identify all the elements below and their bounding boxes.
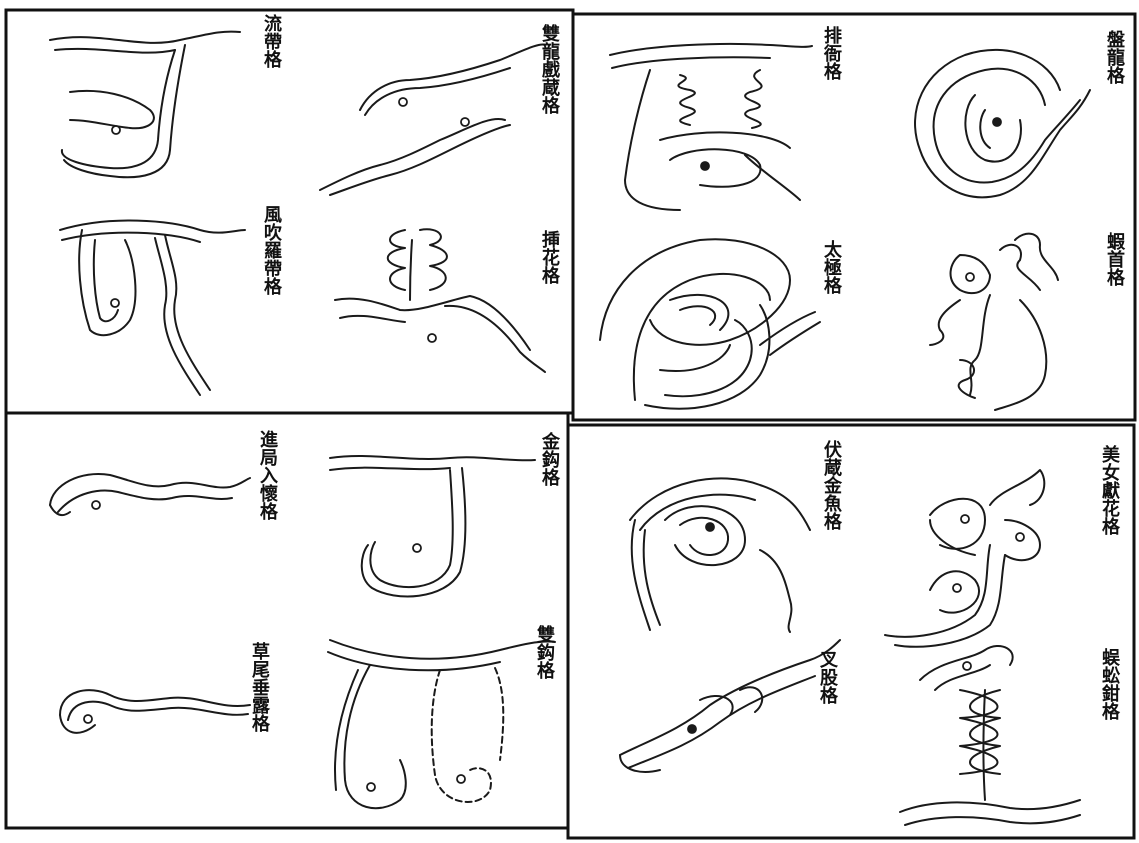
label-paiya: 排衙格 [822, 26, 840, 80]
label-meinv: 美女獻花格 [1100, 445, 1118, 535]
label-taiji: 太極格 [822, 240, 840, 294]
figure-chagu [620, 640, 840, 772]
figure-caowei [60, 690, 250, 733]
label-chagu: 叉股格 [818, 650, 836, 704]
label-liudai: 流帶格 [262, 14, 280, 68]
figure-jingou [330, 456, 535, 596]
label-shuanggou: 雙鈎格 [535, 625, 553, 679]
label-shuanglong: 雙龍戲蔵格 [540, 24, 558, 114]
label-xiashou: 蝦首格 [1105, 232, 1123, 286]
label-fengchui: 風吹羅帶格 [262, 205, 280, 295]
figure-fengchui [60, 221, 245, 395]
figure-jinju [50, 474, 250, 515]
label-caowei: 草尾垂露格 [250, 642, 268, 732]
figure-fuzang [630, 478, 810, 632]
label-fuzang: 伏蔵金魚格 [822, 440, 840, 530]
figure-liudai [50, 32, 240, 178]
figure-chahua [335, 229, 545, 372]
figure-taiji [600, 239, 820, 409]
panel-bottom-right-frame [568, 425, 1134, 838]
figure-panlong [915, 50, 1090, 197]
panel-top-left-frame [6, 10, 573, 413]
label-wugong: 蜈蚣鉗格 [1100, 648, 1118, 720]
label-jingou: 金鈎格 [540, 432, 558, 486]
figure-wugong [900, 646, 1080, 825]
figure-paiya [610, 44, 812, 210]
figure-shuanggou [328, 640, 555, 808]
label-chahua: 挿花格 [540, 230, 558, 284]
panel-top-right-frame [573, 14, 1135, 420]
label-jinju: 進局入懷格 [258, 430, 276, 520]
figure-meinv [885, 470, 1044, 647]
figure-shuanglong [320, 44, 545, 195]
figure-xiashou [930, 234, 1058, 410]
label-panlong: 盤龍格 [1105, 30, 1123, 84]
